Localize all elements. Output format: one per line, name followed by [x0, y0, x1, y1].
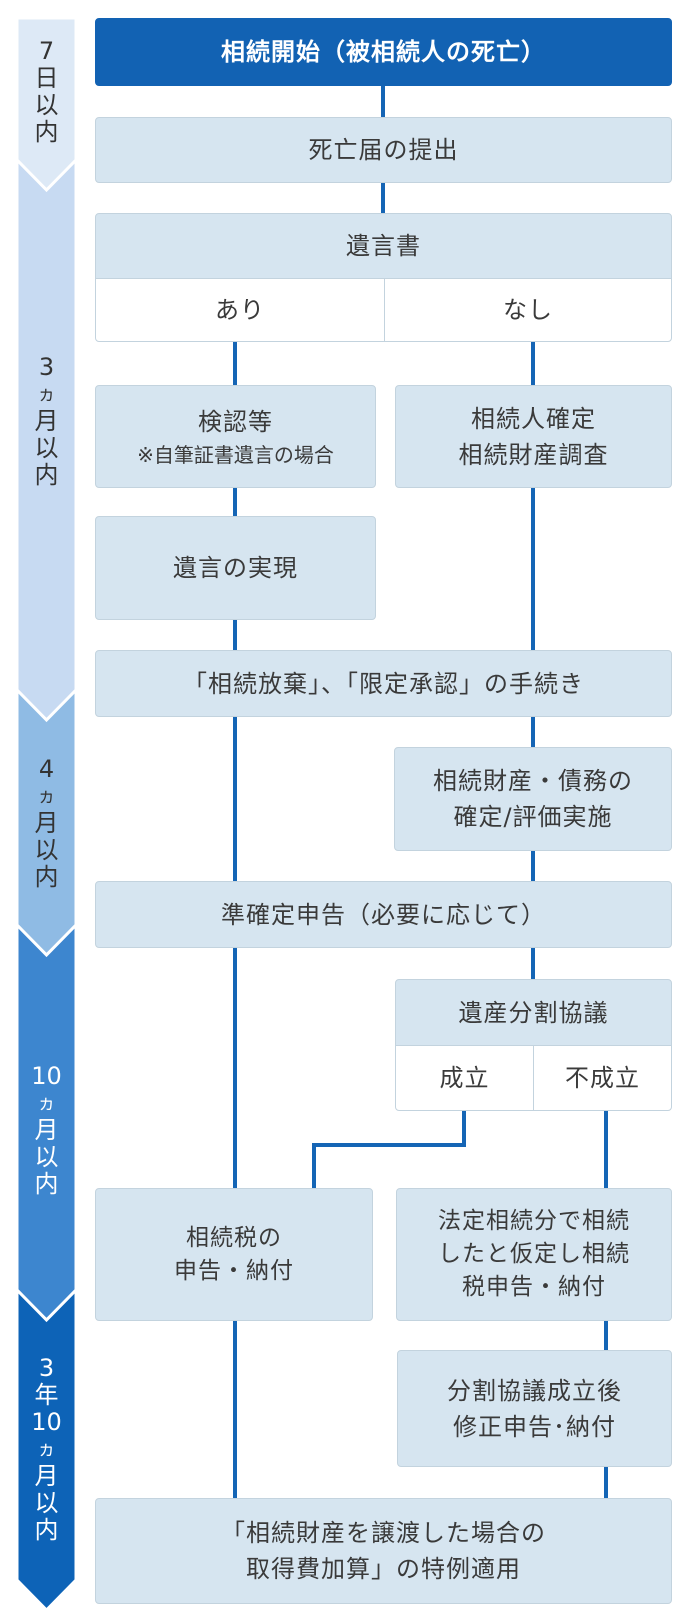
- timeline-char: 以: [34, 1489, 59, 1517]
- node-text: 検認等: [198, 407, 273, 436]
- node-text: 相続財産・債務の: [433, 767, 633, 795]
- amended-return-node: 分割協議成立後 修正申告･納付: [397, 1350, 672, 1467]
- probate-node: 検認等 ※自筆証書遺言の場合: [95, 385, 376, 488]
- timeline-char: 月: [34, 1462, 59, 1490]
- node-text: あり: [215, 296, 265, 324]
- timeline-char: 以: [34, 434, 59, 462]
- timeline-char: 10: [31, 1408, 62, 1436]
- timeline-arrows: [15, 16, 78, 1613]
- timeline-char: 月: [34, 407, 59, 435]
- node-text: 相続人確定: [471, 404, 596, 433]
- timeline-char: 4: [38, 755, 55, 783]
- tax-return-node: 相続税の 申告・納付: [95, 1188, 373, 1321]
- node-text: 相続税の: [186, 1224, 282, 1251]
- node-text: 相続財産調査: [458, 440, 609, 469]
- node-text: 「相続財産を譲渡した場合の: [221, 1519, 546, 1547]
- timeline-char: ヵ: [37, 384, 56, 405]
- timeline-char: 内: [34, 1170, 59, 1198]
- node-text: 準確定申告（必要に応じて）: [221, 900, 546, 929]
- heir-confirmation-node: 相続人確定 相続財産調査: [395, 385, 672, 488]
- will-no-cell: なし: [384, 278, 672, 342]
- timeline-char: 年: [34, 1381, 59, 1409]
- timeline-arrow-segment: [15, 1286, 78, 1613]
- flow-connectors: [233, 86, 608, 1498]
- node-text: なし: [503, 296, 553, 324]
- timeline-label: 7 日 以 内: [17, 38, 76, 146]
- will-execution-node: 遺言の実現: [95, 516, 376, 620]
- node-text: したと仮定し相続: [438, 1241, 630, 1267]
- flow-connector: [312, 1111, 466, 1188]
- timeline-char: 以: [34, 91, 59, 119]
- inheritance-start-node: 相続開始（被相続人の死亡）: [95, 18, 672, 86]
- node-note: ※自筆証書遺言の場合: [137, 442, 334, 467]
- node-text: 修正申告･納付: [453, 1412, 616, 1441]
- timeline-char: 内: [34, 461, 59, 489]
- timeline-char: 内: [34, 118, 59, 146]
- will-yes-cell: あり: [95, 278, 385, 342]
- timeline-label: 10 ヵ 月 以 内: [17, 1063, 76, 1198]
- estate-division-header-node: 遺産分割協議: [395, 979, 672, 1046]
- node-text: 申告・納付: [174, 1257, 294, 1284]
- timeline-char: 3: [38, 1354, 55, 1382]
- node-text: 分割協議成立後: [447, 1376, 622, 1405]
- timeline-char: 内: [34, 863, 59, 891]
- division-not-agreed-cell: 不成立: [533, 1045, 672, 1111]
- timeline-char: 内: [34, 1516, 59, 1544]
- node-text: 遺言の実現: [173, 554, 298, 582]
- node-text: 遺産分割協議: [458, 998, 609, 1027]
- timeline-char: 3: [38, 353, 55, 381]
- statutory-share-return-node: 法定相続分で相続 したと仮定し相続 税申告・納付: [396, 1188, 672, 1321]
- node-text: 遺言書: [346, 232, 421, 260]
- timeline-char: 月: [34, 809, 59, 837]
- division-agreed-cell: 成立: [395, 1045, 534, 1111]
- asset-confirmation-node: 相続財産・債務の 確定/評価実施: [394, 747, 672, 851]
- will-header-node: 遺言書: [95, 213, 672, 279]
- node-text: 確定/評価実施: [453, 803, 613, 831]
- node-text: 不成立: [565, 1064, 640, 1092]
- timeline-char: 7: [38, 37, 55, 65]
- node-text: 税申告・納付: [462, 1274, 606, 1300]
- timeline-char: 10: [31, 1062, 62, 1090]
- timeline-char: 以: [34, 1143, 59, 1171]
- node-text: 取得費加算」の特例適用: [246, 1555, 521, 1583]
- node-text: 法定相続分で相続: [438, 1208, 630, 1234]
- timeline-char: ヵ: [37, 1439, 56, 1460]
- timeline-label: 3 年 10 ヵ 月 以 内: [17, 1355, 76, 1544]
- quasi-final-return-node: 準確定申告（必要に応じて）: [95, 881, 672, 948]
- death-notice-node: 死亡届の提出: [95, 117, 672, 183]
- node-text: 死亡届の提出: [308, 136, 459, 164]
- special-provision-node: 「相続財産を譲渡した場合の 取得費加算」の特例適用: [95, 1498, 672, 1604]
- timeline-char: 日: [34, 64, 59, 92]
- timeline-char: 以: [34, 836, 59, 864]
- timeline-char: 月: [34, 1116, 59, 1144]
- timeline-label: 3 ヵ 月 以 内: [17, 354, 76, 489]
- node-text: 「相続放棄」、「限定承認」の手続き: [183, 669, 584, 698]
- timeline-char: ヵ: [37, 786, 56, 807]
- renunciation-node: 「相続放棄」、「限定承認」の手続き: [95, 650, 672, 717]
- timeline-label: 4 ヵ 月 以 内: [17, 756, 76, 891]
- node-text: 成立: [439, 1064, 490, 1092]
- node-text: 相続開始（被相続人の死亡）: [221, 38, 546, 66]
- timeline-char: ヵ: [37, 1093, 56, 1114]
